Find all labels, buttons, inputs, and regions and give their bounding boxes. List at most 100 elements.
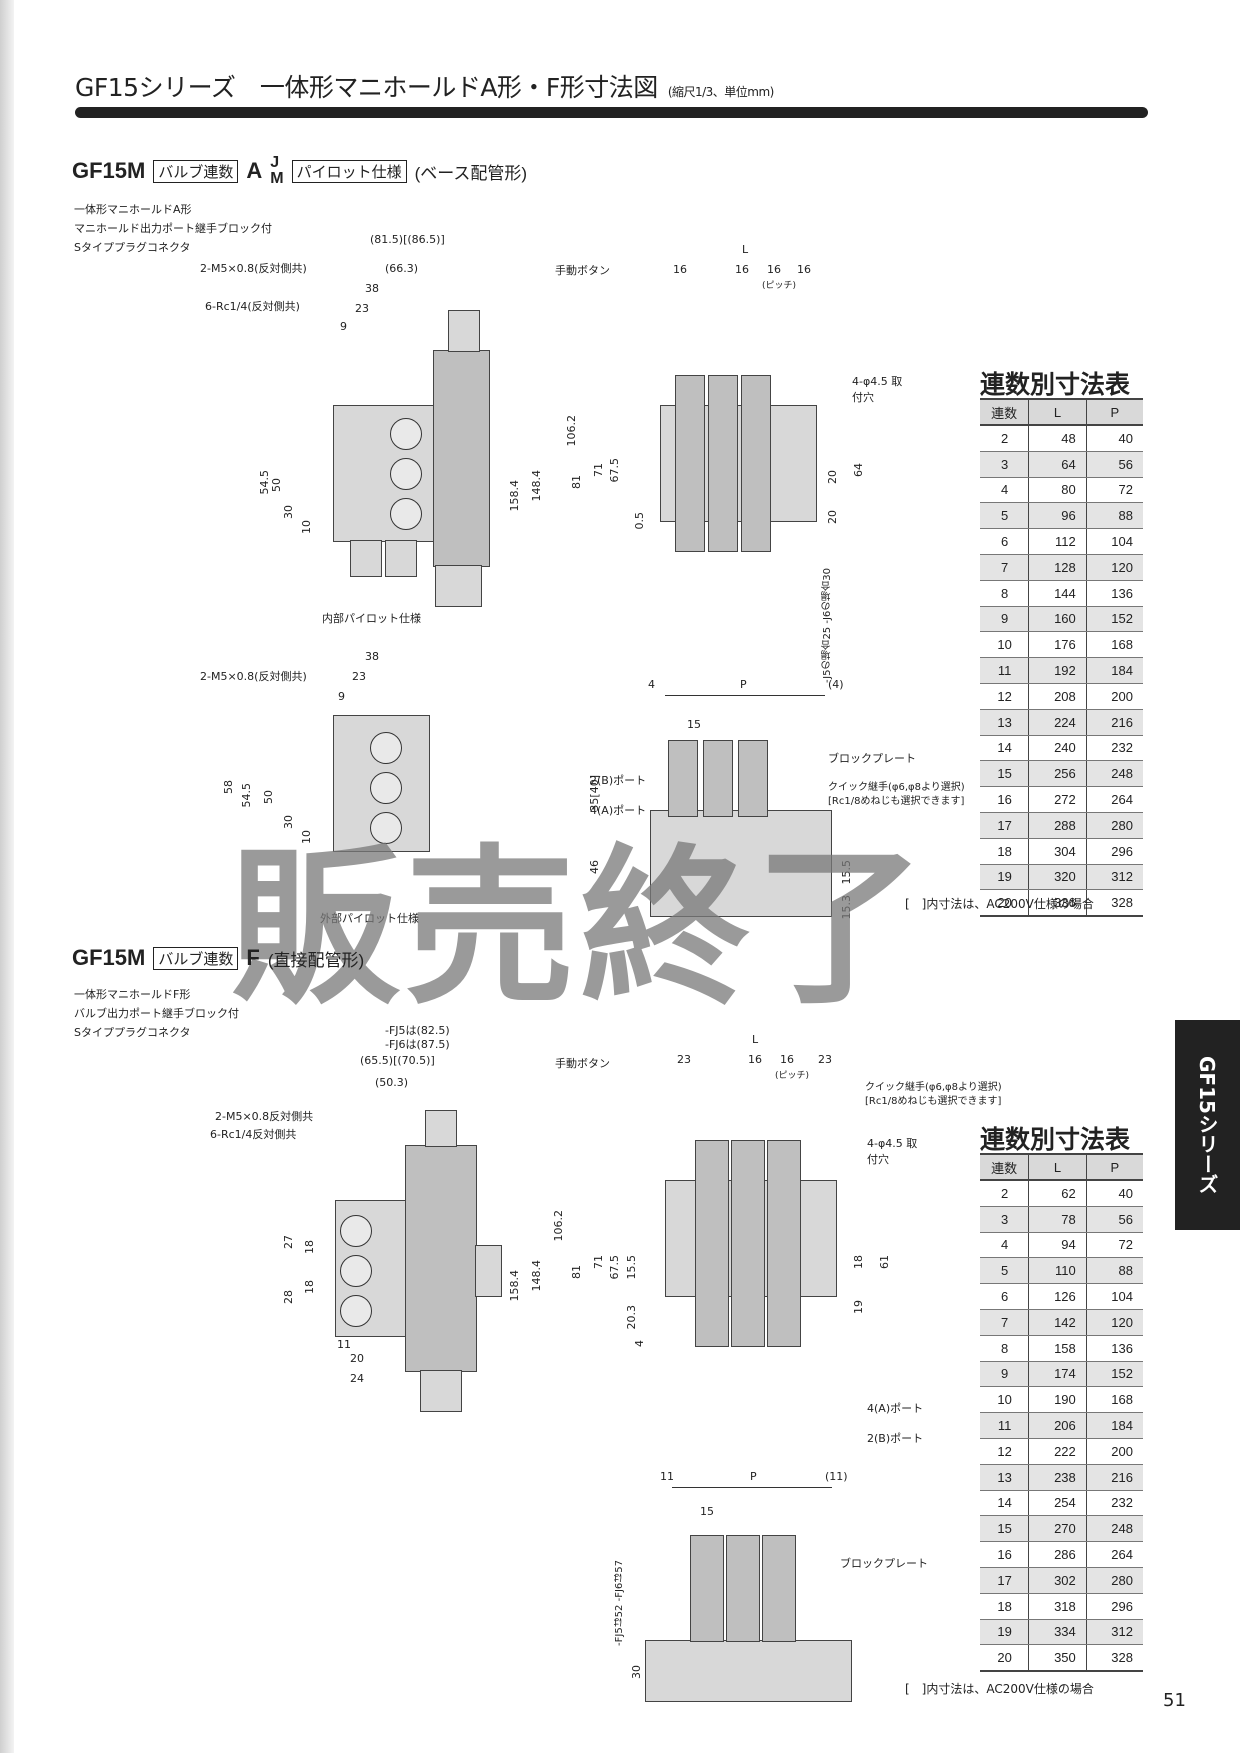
model-code: GF15M xyxy=(72,158,146,183)
port xyxy=(370,732,402,764)
cell-p: 152 xyxy=(1085,606,1143,633)
dim-label: 18 xyxy=(303,1280,316,1294)
cell-count: 19 xyxy=(980,1619,1029,1646)
rc-label: 6-Rc1/4(反対側共) xyxy=(205,300,300,313)
cell-count: 13 xyxy=(980,709,1029,736)
valve xyxy=(708,375,738,552)
dim-label: 30 xyxy=(630,1665,643,1679)
pilot-spec-box: パイロット仕様 xyxy=(291,159,407,183)
section-f-heading: GF15M バルブ連数 F (直接配管形) xyxy=(72,945,364,971)
dim-label: L xyxy=(742,243,749,256)
dim-label: 15.5 xyxy=(625,1255,638,1280)
cell-count: 2 xyxy=(980,425,1029,452)
dim-label: 23 xyxy=(352,670,366,683)
connector xyxy=(420,1370,462,1412)
valve xyxy=(695,1140,729,1347)
cell-l: 238 xyxy=(1028,1464,1087,1491)
cell-count: 14 xyxy=(980,1490,1029,1517)
dim-label: 10 xyxy=(300,520,313,534)
cell-p: 200 xyxy=(1085,1438,1143,1465)
cell-count: 9 xyxy=(980,606,1029,633)
mount-hole-label: 4-φ4.5 取付穴 xyxy=(867,1137,918,1166)
dim-label: (65.5)[(70.5)] xyxy=(360,1054,435,1067)
cell-count: 5 xyxy=(980,1257,1029,1285)
dim-label: 20.3 xyxy=(625,1305,638,1330)
fitting xyxy=(475,1245,502,1297)
pitch-label: (ピッチ) xyxy=(762,281,797,291)
rc-label: 6-Rc1/4反対側共 xyxy=(210,1128,297,1141)
col-p: P xyxy=(1085,398,1143,426)
port xyxy=(340,1295,372,1327)
cell-p: 216 xyxy=(1085,1464,1143,1491)
dim-label: 71 xyxy=(592,1255,605,1269)
cell-p: 40 xyxy=(1085,425,1143,452)
cell-count: 5 xyxy=(980,502,1029,530)
cell-p: 216 xyxy=(1085,709,1143,736)
manual-button-label: 手動ボタン xyxy=(555,1057,610,1070)
cell-l: 80 xyxy=(1028,477,1087,504)
fitting xyxy=(385,540,417,577)
cell-count: 13 xyxy=(980,1464,1029,1491)
dim-label: 81 xyxy=(570,475,583,489)
b-port-label: 2(B)ポート xyxy=(867,1432,924,1445)
cell-count: 10 xyxy=(980,631,1029,659)
dim-label: 16 xyxy=(767,263,781,276)
dim-label: 106.2 xyxy=(565,415,578,447)
dim-label: 148.4 xyxy=(530,1260,543,1292)
cell-p: 328 xyxy=(1085,889,1143,918)
cell-l: 320 xyxy=(1028,864,1087,891)
dim-label: 18 xyxy=(303,1240,316,1254)
quick-fitting-label: クイック継手(φ6,φ8より選択) xyxy=(828,782,965,793)
cell-l: 96 xyxy=(1028,502,1087,530)
cell-p: 280 xyxy=(1085,1567,1143,1594)
cell-l: 336 xyxy=(1028,889,1087,918)
cell-l: 206 xyxy=(1028,1412,1087,1439)
table-footnote: [ ]内寸法は、AC200V仕様の場合 xyxy=(905,1682,1094,1696)
cell-l: 272 xyxy=(1028,786,1087,813)
cell-count: 14 xyxy=(980,735,1029,762)
cell-p: 296 xyxy=(1085,838,1143,865)
dim-label: 50 xyxy=(270,478,283,492)
cell-l: 128 xyxy=(1028,554,1087,581)
valve xyxy=(690,1535,724,1642)
cell-count: 3 xyxy=(980,1206,1029,1233)
cell-count: 2 xyxy=(980,1180,1029,1207)
dim-label: 23 xyxy=(355,302,369,315)
connector xyxy=(425,1110,457,1147)
cell-count: 3 xyxy=(980,451,1029,478)
note: 一体形マニホールドA形 xyxy=(74,203,192,216)
cell-l: 158 xyxy=(1028,1335,1087,1362)
cell-l: 62 xyxy=(1028,1180,1087,1207)
cell-p: 56 xyxy=(1085,1206,1143,1233)
dim-label: 71 xyxy=(592,463,605,477)
dim-label: 81 xyxy=(570,1265,583,1279)
scan-edge xyxy=(0,0,14,1753)
quick-fitting-label: クイック継手(φ6,φ8より選択) xyxy=(865,1082,1002,1093)
valve xyxy=(741,375,771,552)
dim-label: 16 xyxy=(748,1053,762,1066)
a-port-label: 4(A)ポート xyxy=(590,804,647,817)
rc18-label: [Rc1/8めねじも選択できます] xyxy=(828,796,965,807)
cell-l: 240 xyxy=(1028,735,1087,762)
cell-count: 12 xyxy=(980,683,1029,710)
dim-label: 64 xyxy=(852,463,865,477)
cell-p: 40 xyxy=(1085,1180,1143,1207)
cell-count: 20 xyxy=(980,889,1029,918)
cell-l: 160 xyxy=(1028,606,1087,633)
cell-p: 264 xyxy=(1085,786,1143,813)
